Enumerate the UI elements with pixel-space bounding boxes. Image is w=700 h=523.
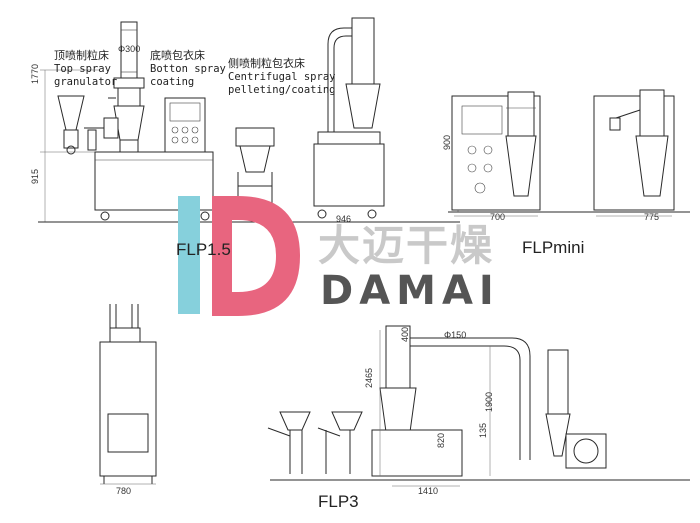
dim-d400: 400 xyxy=(400,326,410,342)
dim-w775: 775 xyxy=(644,212,660,222)
dim-w1410: 1410 xyxy=(418,486,439,496)
model-flp3: FLP3 xyxy=(318,492,359,511)
dim-w700: 700 xyxy=(490,212,506,222)
model-flp15: FLP1.5 xyxy=(176,240,231,259)
bottom-spray-label-cn: 底喷包衣床 xyxy=(150,49,205,62)
dim-h1770: 1770 xyxy=(30,63,40,84)
flp15-machines xyxy=(38,17,460,223)
dim-h135: 135 xyxy=(478,422,488,438)
flpmini-machines xyxy=(448,89,690,217)
centrifugal-label-en2: pelleting/coating xyxy=(228,84,336,96)
top-spray-label-cn: 顶喷制粒床 xyxy=(54,49,109,62)
top-spray-label-en1: Top spray xyxy=(54,63,111,75)
flp3-side-assembly xyxy=(267,325,690,487)
dim-h1900: 1900 xyxy=(484,391,494,412)
model-flpmini: FLPmini xyxy=(522,238,585,257)
dim-h900: 900 xyxy=(442,134,452,150)
dim-w946: 946 xyxy=(336,214,352,224)
dim-h915: 915 xyxy=(30,168,40,184)
dim-w780: 780 xyxy=(116,486,132,496)
damai-logo-mark xyxy=(178,196,300,316)
dim-h2465: 2465 xyxy=(364,367,374,388)
dim-h820: 820 xyxy=(436,432,446,448)
dim-d300: Φ300 xyxy=(118,44,141,54)
bottom-spray-label-en2: coating xyxy=(150,76,195,88)
centrifugal-label-en1: Centrifugal spray xyxy=(228,71,336,83)
brand-name-en: DAMAI xyxy=(320,268,500,314)
top-spray-label-en2: granulator xyxy=(54,76,118,88)
bottom-spray-label-en1: Botton spray xyxy=(150,63,226,75)
dim-d150: Φ150 xyxy=(444,330,467,340)
flp3-front-machine xyxy=(99,304,157,485)
brand-name-cn: 大迈干燥 xyxy=(318,221,495,270)
centrifugal-label-cn: 侧喷制粒包衣床 xyxy=(228,57,305,70)
